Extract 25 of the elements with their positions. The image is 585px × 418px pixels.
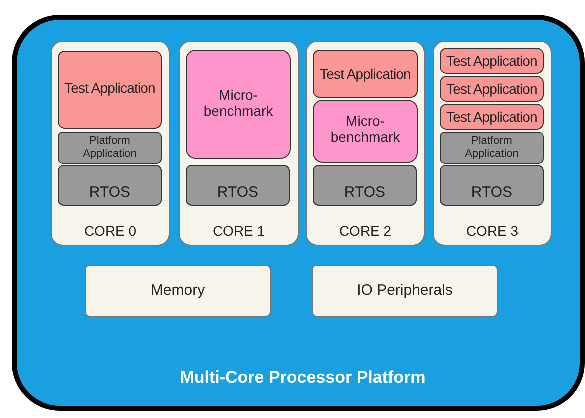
- rtos-block: RTOS: [58, 165, 162, 206]
- rtos-block: RTOS: [313, 165, 417, 206]
- rtos-block: RTOS: [440, 165, 544, 206]
- platform-application-block: Platform Application: [440, 132, 544, 164]
- platform-panel: [12, 15, 585, 411]
- benchmark-block: Micro-benchmark: [313, 100, 418, 163]
- core-label: CORE 0: [84, 223, 137, 239]
- rtos-block: RTOS: [186, 165, 290, 206]
- core-label: CORE 2: [339, 223, 392, 239]
- core-label: CORE 3: [466, 223, 519, 239]
- resource-block: Memory: [85, 265, 271, 317]
- core-panel: [306, 41, 425, 246]
- application-block: Test Application: [440, 76, 544, 102]
- application-block: Test Application: [313, 50, 418, 98]
- core-panel: [51, 41, 170, 246]
- benchmark-block: Micro-benchmark: [186, 50, 291, 159]
- core-label: CORE 1: [212, 223, 266, 239]
- platform-application-block: Platform Application: [58, 132, 162, 164]
- application-block: Test Application: [440, 48, 544, 74]
- platform-title: Multi-Core Processor Platform: [180, 368, 426, 388]
- core-panel: [179, 41, 299, 246]
- core-panel: [433, 41, 552, 246]
- application-block: Test Application: [58, 51, 162, 129]
- application-block: Test Application: [440, 104, 544, 130]
- resource-block: IO Peripherals: [312, 265, 498, 317]
